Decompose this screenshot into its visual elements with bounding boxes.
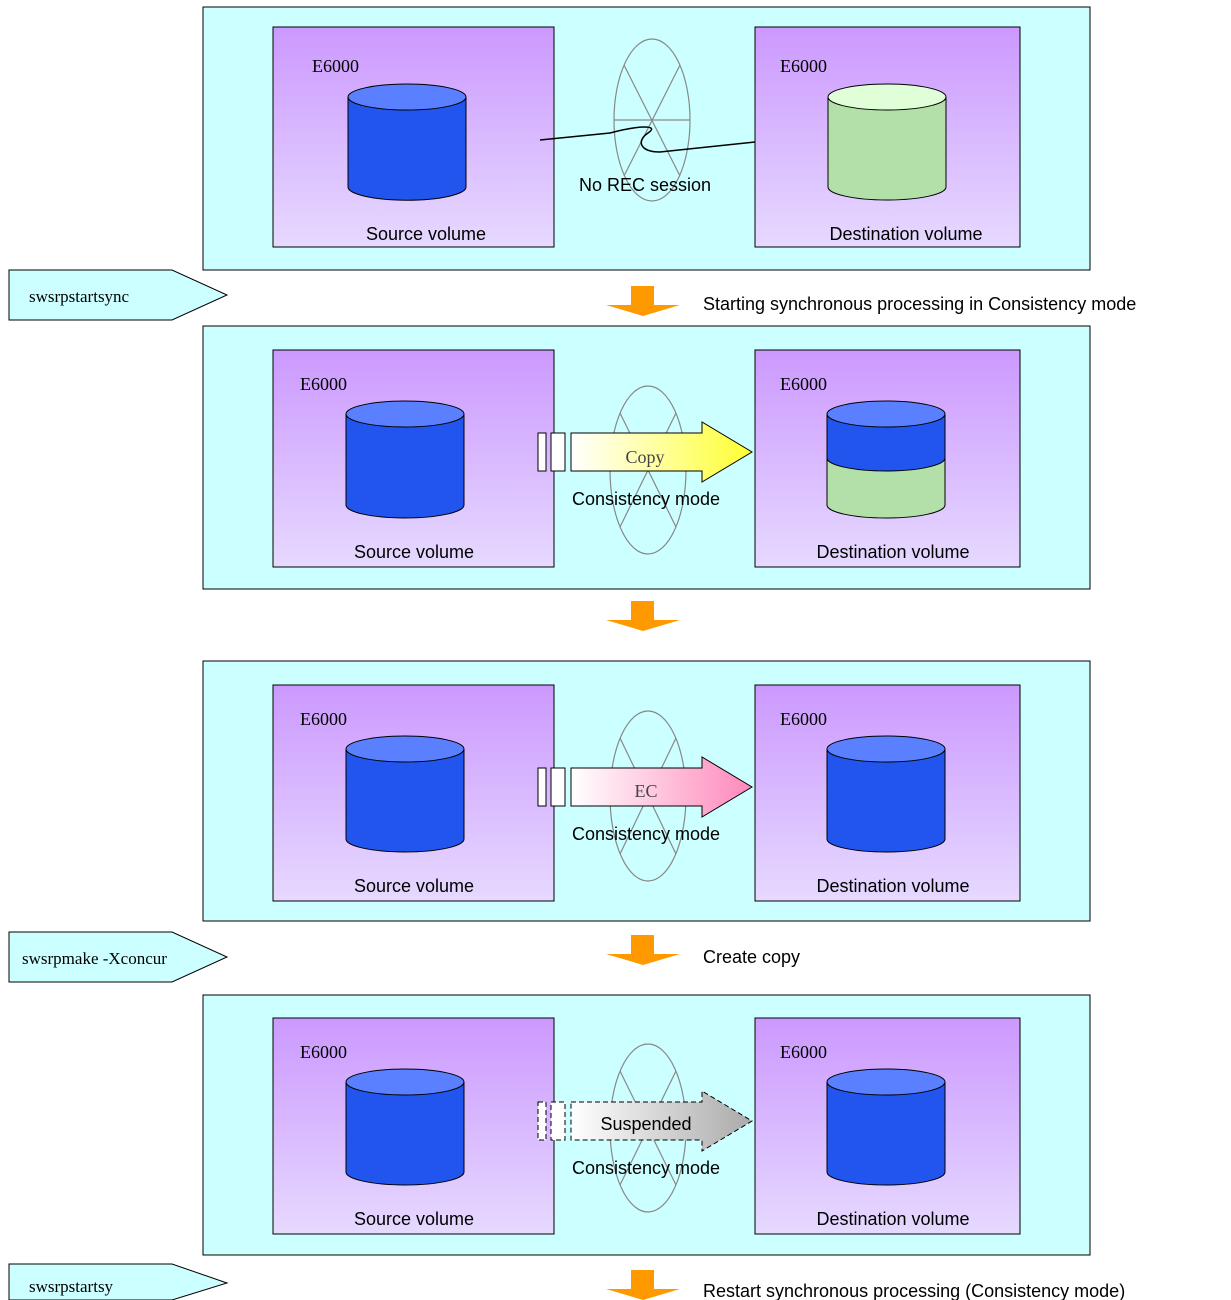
command-swsrpstartsy: swsrpstartsy (8, 1263, 229, 1300)
stage-2: E6000 Source volume E6000 Destination vo… (202, 325, 1091, 590)
source-volume-cylinder (345, 1068, 465, 1186)
step-down-arrow (606, 286, 680, 316)
source-array-title: E6000 (300, 1042, 347, 1062)
network-symbol (613, 38, 691, 202)
step-down-arrow (606, 1270, 680, 1300)
transition-label: Restart synchronous processing (Consiste… (703, 1281, 1125, 1300)
source-volume-cylinder (347, 83, 467, 201)
dest-array-title: E6000 (780, 709, 827, 729)
arrow-label: Suspended (600, 1114, 691, 1134)
dest-volume-label: Destination volume (816, 876, 969, 896)
source-volume-label: Source volume (354, 1209, 474, 1229)
dest-volume-label: Destination volume (816, 542, 969, 562)
step-down-arrow (606, 601, 680, 631)
source-volume-label: Source volume (354, 876, 474, 896)
command-text: swsrpmake -Xconcur (22, 949, 167, 968)
dest-array-title: E6000 (780, 1042, 827, 1062)
link-status-label: No REC session (579, 175, 711, 195)
dest-volume-cylinder-partial (826, 400, 946, 519)
transition-2 (606, 601, 680, 631)
mode-label: Consistency mode (572, 824, 720, 844)
dest-array-box: E6000 Destination volume (754, 349, 1021, 568)
stage-4: E6000 Source volume E6000 Destination vo… (202, 994, 1091, 1256)
dest-array-box: E6000 Destination volume (754, 684, 1021, 902)
source-volume-label: Source volume (366, 224, 486, 244)
transition-1: Starting synchronous processing in Consi… (606, 286, 1136, 316)
dest-volume-cylinder-full (826, 1068, 946, 1186)
source-array-title: E6000 (300, 709, 347, 729)
command-text: swsrpstartsync (29, 287, 130, 306)
dest-volume-label: Destination volume (816, 1209, 969, 1229)
copy-arrow: Copy (537, 421, 753, 483)
transition-label: Starting synchronous processing in Consi… (703, 294, 1136, 314)
dest-volume-label: Destination volume (829, 224, 982, 244)
source-array-box: E6000 Source volume (272, 349, 555, 568)
stage-3: E6000 Source volume E6000 Destination vo… (202, 660, 1091, 922)
source-volume-label: Source volume (354, 542, 474, 562)
dest-array-box: E6000 Destination volume (754, 1017, 1021, 1235)
dest-volume-cylinder-full (826, 735, 946, 853)
dest-volume-cylinder-empty (827, 83, 947, 201)
source-array-title: E6000 (300, 374, 347, 394)
command-text: swsrpstartsy (29, 1277, 114, 1296)
mode-label: Consistency mode (572, 1158, 720, 1178)
transition-4: Restart synchronous processing (Consiste… (606, 1270, 1125, 1300)
source-array-box: E6000 Source volume (272, 26, 555, 248)
transition-label: Create copy (703, 947, 800, 967)
source-array-box: E6000 Source volume (272, 684, 555, 902)
dest-array-box: E6000 Destination volume (754, 26, 1021, 248)
mode-label: Consistency mode (572, 489, 720, 509)
broken-link-line (539, 126, 756, 153)
ec-arrow: EC (537, 756, 753, 818)
source-volume-cylinder (345, 400, 465, 519)
dest-array-title: E6000 (780, 374, 827, 394)
dest-array-title: E6000 (780, 56, 827, 76)
step-down-arrow (606, 935, 680, 965)
source-volume-cylinder (345, 735, 465, 853)
source-array-title: E6000 (312, 56, 359, 76)
command-swsrpstartsync: swsrpstartsync (8, 269, 229, 321)
source-array-box: E6000 Source volume (272, 1017, 555, 1235)
suspended-arrow: Suspended (537, 1090, 753, 1152)
command-swsrpmake: swsrpmake -Xconcur (8, 931, 229, 983)
transition-3: Create copy (606, 935, 800, 967)
arrow-label: Copy (625, 447, 664, 467)
stage-1: E6000 Source volume E6000 Destination vo… (202, 6, 1091, 271)
arrow-label: EC (634, 781, 657, 801)
